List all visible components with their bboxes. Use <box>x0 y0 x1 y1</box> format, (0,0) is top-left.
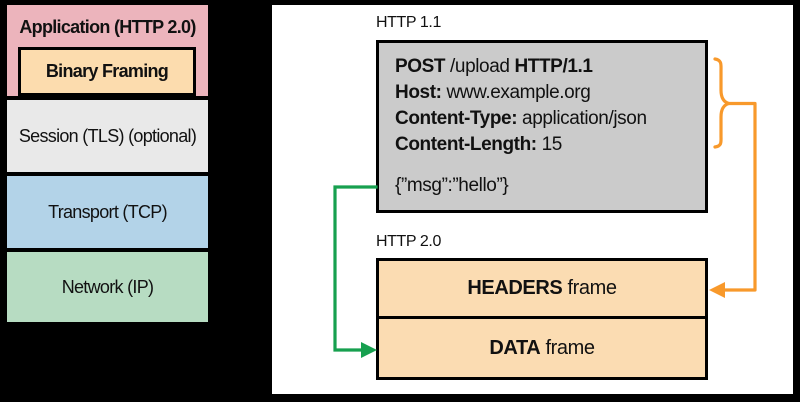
header-name: Content-Length: <box>395 134 537 155</box>
layer-binary-framing-label: Binary Framing <box>45 61 169 81</box>
http11-label: HTTP 1.1 <box>376 14 441 31</box>
layer-application-label: Application (HTTP 2.0) <box>19 17 196 37</box>
request-header-content-length: Content-Length: 15 <box>395 132 705 158</box>
data-frame-emphasis: DATA <box>489 336 541 359</box>
data-frame-label: DATA frame <box>489 336 596 360</box>
framing-panel: HTTP 1.1 POST /upload HTTP/1.1 Host: www… <box>269 2 796 397</box>
http20-label: HTTP 2.0 <box>376 233 441 250</box>
headers-frame-box: HEADERS frame <box>376 258 708 319</box>
protocol-stack: Application (HTTP 2.0) Binary Framing Se… <box>4 2 211 325</box>
request-line: POST /upload HTTP/1.1 <box>395 54 705 80</box>
layer-transport: Transport (TCP) <box>7 176 208 248</box>
data-frame-suffix: frame <box>540 336 596 359</box>
layer-transport-label: Transport (TCP) <box>48 201 168 222</box>
layer-binary-framing: Binary Framing <box>18 47 196 96</box>
request-version: HTTP/1.1 <box>514 56 593 77</box>
header-value: www.example.org <box>441 82 591 103</box>
request-path: /upload <box>445 56 515 77</box>
request-method: POST <box>395 56 446 77</box>
header-name: Content-Type: <box>395 108 518 129</box>
http11-request-box: POST /upload HTTP/1.1 Host: www.example.… <box>376 40 708 213</box>
layer-network-label: Network (IP) <box>61 276 154 297</box>
framing-panel-inner: HTTP 1.1 POST /upload HTTP/1.1 Host: www… <box>272 5 793 394</box>
layer-session: Session (TLS) (optional) <box>7 100 208 172</box>
data-frame-box: DATA frame <box>376 316 708 380</box>
header-value: 15 <box>536 134 563 155</box>
headers-frame-label: HEADERS frame <box>467 277 618 300</box>
data-arrow-icon <box>333 185 378 358</box>
request-header-content-type: Content-Type: application/json <box>395 106 705 132</box>
layer-network: Network (IP) <box>7 252 208 322</box>
headers-frame-suffix: frame <box>562 277 618 299</box>
request-body: {”msg”:”hello”} <box>395 175 509 196</box>
headers-frame-emphasis: HEADERS <box>467 277 563 299</box>
request-header-host: Host: www.example.org <box>395 80 705 106</box>
headers-brace-icon <box>713 57 731 149</box>
layer-session-label: Session (TLS) (optional) <box>18 125 197 146</box>
header-name: Host: <box>395 82 442 103</box>
headers-arrow-icon <box>709 101 757 298</box>
header-value: application/json <box>517 108 647 129</box>
